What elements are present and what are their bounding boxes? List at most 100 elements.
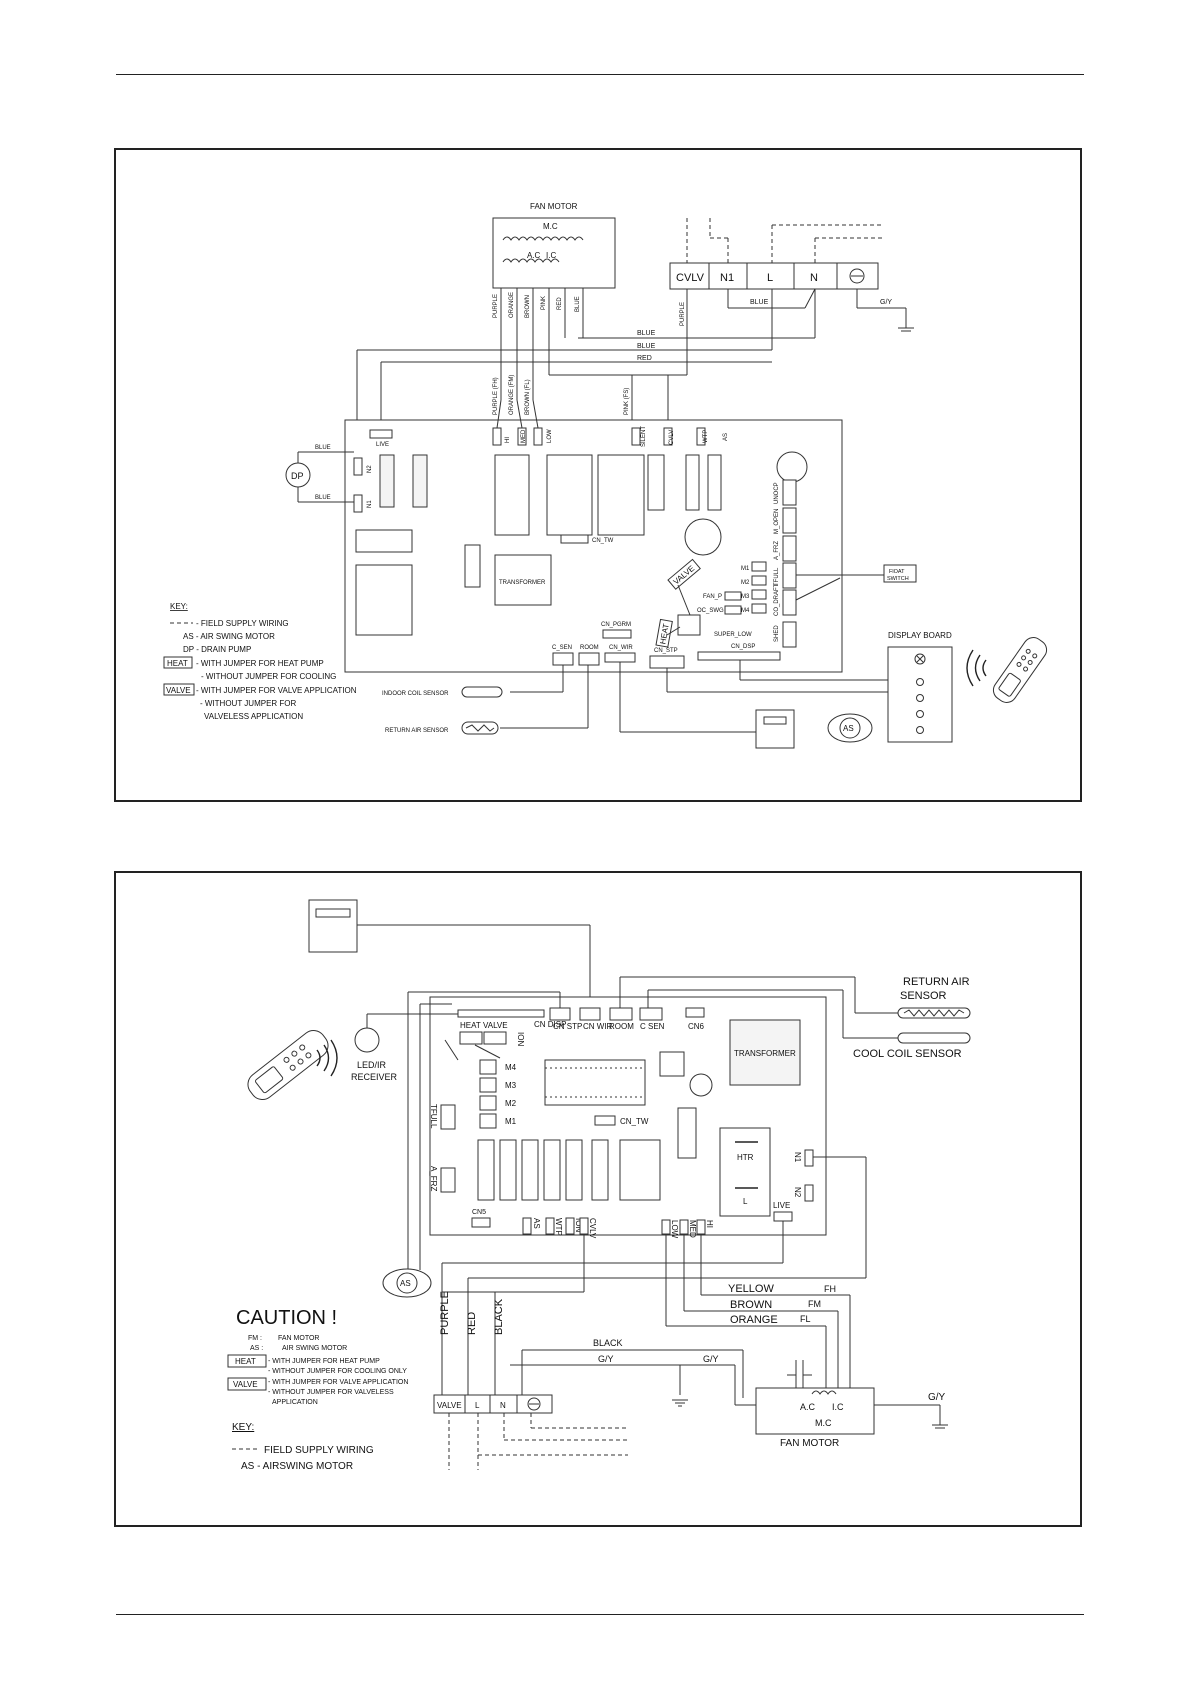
connector-cvlv-2 <box>579 1217 589 1235</box>
fan-motor-2-box <box>755 1387 875 1435</box>
cn-wir-label-2: CN WIR <box>583 1022 613 1031</box>
fan-motor-title: FAN MOTOR <box>530 202 578 211</box>
key2-line-2: AS - AIRSWING MOTOR <box>241 1461 353 1472</box>
label-oc-swg: OC_SWG <box>697 608 724 614</box>
key-title-1: KEY: <box>170 602 188 611</box>
label-tfull: TFULL <box>774 567 780 586</box>
purple-wire-label: PURPLE <box>439 1291 451 1335</box>
fan-motor-2-label: FAN MOTOR <box>780 1438 839 1449</box>
cvlv-label-2: CVLV <box>588 1218 597 1239</box>
float-switch-label-2: SWITCH <box>887 576 909 582</box>
caution-fm-value: FAN MOTOR <box>278 1335 319 1342</box>
relay-7 <box>685 454 700 511</box>
cn6-label: CN6 <box>688 1022 705 1031</box>
display-led-1 <box>916 678 924 686</box>
connector-room-2 <box>609 1007 633 1021</box>
label-super-low: SUPER_LOW <box>714 632 752 638</box>
connector-cn6 <box>685 1007 705 1018</box>
board-wire-orange: ORANGE (FM) <box>509 375 515 415</box>
label-m3: M3 <box>741 594 750 600</box>
dp-blue-label-1: BLUE <box>315 445 331 451</box>
indoor-coil-sensor-label: INDOOR COIL SENSOR <box>382 691 449 697</box>
blue-label-1: BLUE <box>637 330 656 337</box>
m3-label-2: M3 <box>505 1081 517 1090</box>
led-ir-receiver-icon <box>354 1027 380 1053</box>
connector-cn-disp <box>457 1009 545 1018</box>
cn-disp-label: CN DISP <box>534 1020 566 1029</box>
key-heat-label: HEAT <box>167 659 188 668</box>
orange-wire-label: ORANGE <box>730 1314 778 1326</box>
key-line-8: VALVELESS APPLICATION <box>204 712 303 721</box>
terminal-n-2: N <box>500 1401 506 1410</box>
connector-hi-2 <box>696 1219 706 1235</box>
label-m4: M4 <box>741 608 750 614</box>
label-unocp: UNOCP <box>774 482 780 504</box>
cn-tw-label-2: CN_TW <box>620 1117 649 1126</box>
air-swing-label-2: AS <box>400 1279 411 1288</box>
led-receiver-label-1: LED/IR <box>357 1060 387 1070</box>
caution-valve-label: VALVE <box>233 1380 258 1389</box>
terminal-valve-2: VALVE <box>437 1401 462 1410</box>
htr-label: HTR <box>737 1153 754 1162</box>
terminal-block-1 <box>669 262 879 290</box>
connector-cn5 <box>471 1217 491 1228</box>
terminal-n1: N1 <box>720 272 734 284</box>
key-heat-box <box>163 656 193 669</box>
key-title-2: KEY: <box>232 1422 254 1433</box>
transformer-2-label: TRANSFORMER <box>734 1049 796 1058</box>
black-label-2: BLACK <box>593 1338 623 1348</box>
label-a-frz: A_FRZ <box>774 541 780 560</box>
ion-label-2: ION <box>516 1032 525 1046</box>
blue-label-2: BLUE <box>637 343 656 350</box>
connector-silent-label: SILENT <box>641 426 647 447</box>
relay-8 <box>707 454 722 511</box>
purple-label-cvlv: PURPLE <box>680 302 686 326</box>
key-valve-box <box>163 683 195 696</box>
cn-pgrm-label: CN_PGRM <box>601 622 631 628</box>
connector-cn-dsp <box>697 651 781 661</box>
gy-label-2c: G/Y <box>928 1392 946 1403</box>
right-connectors <box>782 479 797 648</box>
display-board-label: DISPLAY BOARD <box>888 631 952 640</box>
board-wire-purple: PURPLE (FH) <box>493 377 499 415</box>
capacitor-1 <box>776 451 808 483</box>
fan-motor-box <box>492 217 616 289</box>
a-frz-label-2: A_FRZ <box>429 1166 438 1191</box>
connector-c-sen <box>552 652 574 666</box>
caution-title: CAUTION ! <box>236 1307 337 1329</box>
m2-label-2: M2 <box>505 1099 517 1108</box>
fan-motor-2-ac: A.C <box>800 1402 816 1412</box>
transformer-1-label: TRANSFORMER <box>499 580 546 586</box>
return-air-label-2: SENSOR <box>900 990 947 1002</box>
motor-wire-label-pink: PINK <box>541 296 547 310</box>
component-d <box>677 1107 697 1159</box>
red-label: RED <box>637 355 652 362</box>
caution-heat-box <box>227 1354 267 1368</box>
m1-label-2: M1 <box>505 1117 517 1126</box>
cool-coil-sensor-label: COOL COIL SENSOR <box>853 1048 962 1060</box>
l-label-htr: L <box>743 1197 748 1206</box>
connector-n1-label: N1 <box>367 500 373 508</box>
return-air-sensor-2-icon <box>897 1007 971 1019</box>
svg-text:HEAT: HEAT <box>658 623 670 645</box>
terminal-block-2 <box>433 1394 553 1414</box>
display-led-2 <box>916 694 924 702</box>
m-jumpers-2 <box>479 1059 497 1129</box>
transformer-2 <box>729 1019 801 1086</box>
remote-control-icon-1 <box>992 637 1048 703</box>
return-air-label-1: RETURN AIR <box>903 976 970 988</box>
motor-wire-label-purple: PURPLE <box>493 294 499 318</box>
footer-rule <box>116 1614 1084 1615</box>
dp-blue-label-2: BLUE <box>315 495 331 501</box>
ir-signal-icon-1 <box>966 649 987 687</box>
m-jumpers <box>724 561 767 615</box>
key-valve-label: VALVE <box>166 686 191 695</box>
n1-label-2: N1 <box>793 1152 802 1163</box>
caution-line-4: - WITHOUT JUMPER FOR VALVELESS <box>268 1389 394 1396</box>
key-line-1: - FIELD SUPPLY WIRING <box>196 619 289 628</box>
terminal-n: N <box>810 272 818 284</box>
cn-stp-label: CN_STP <box>654 648 678 654</box>
motor-wire-label-brown: BROWN <box>525 295 531 318</box>
return-air-sensor-label: RETURN AIR SENSOR <box>385 728 449 734</box>
return-air-sensor-icon <box>461 721 499 735</box>
